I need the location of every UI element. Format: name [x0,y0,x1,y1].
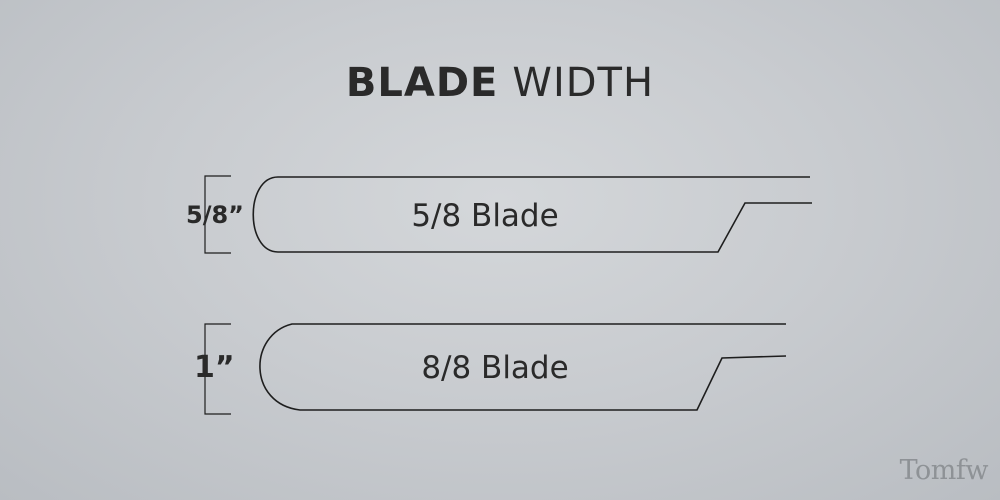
diagram-title: BLADE WIDTH [0,58,1000,108]
title-light: WIDTH [512,60,655,106]
blade-label-8-8: 8/8 Blade [421,350,569,386]
size-label-1: 1” [194,350,235,385]
blade-outline-5-8 [252,176,812,253]
blade-outline-8-8 [259,323,787,411]
blade-label-5-8: 5/8 Blade [411,198,559,234]
dimension-bracket-8-8 [204,323,231,415]
brand-logo: Tomfw [899,455,989,486]
dimension-bracket-5-8 [204,175,231,254]
title-bold: BLADE [345,60,499,106]
size-label-5-8: 5/8” [186,201,244,229]
